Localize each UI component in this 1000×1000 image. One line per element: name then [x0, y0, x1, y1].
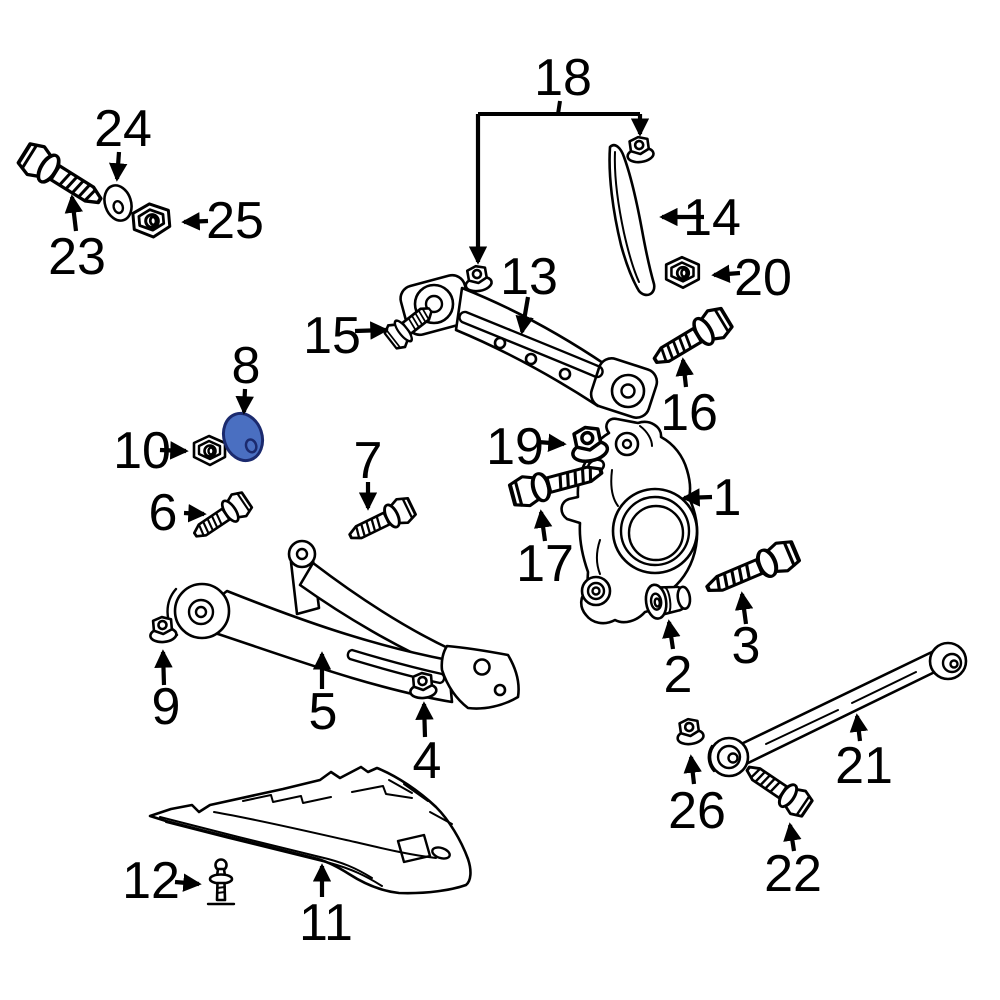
- part-13-upper-control-arm[interactable]: [398, 272, 661, 421]
- callout-10-label[interactable]: 10: [113, 422, 171, 480]
- part-16-bolt[interactable]: [645, 302, 737, 376]
- callout-arrows: [64, 100, 869, 897]
- callout-21-label[interactable]: 21: [835, 737, 893, 795]
- callout-8-label[interactable]: 8: [232, 337, 261, 395]
- part-14-strip[interactable]: [608, 143, 656, 297]
- callout-6-label[interactable]: 6: [149, 484, 178, 542]
- part-5-lower-control-arm[interactable]: [166, 539, 520, 710]
- part-7-bolt[interactable]: [343, 493, 419, 550]
- part-22-bolt[interactable]: [739, 755, 817, 822]
- callout-3-label[interactable]: 3: [732, 617, 761, 675]
- part-26-nut[interactable]: [673, 716, 706, 748]
- callout-20-label[interactable]: 20: [734, 249, 792, 307]
- callout-15-label[interactable]: 15: [303, 307, 361, 365]
- part-18-nut-left[interactable]: [461, 262, 495, 295]
- part-21-rod[interactable]: [707, 641, 968, 778]
- callout-9-label[interactable]: 9: [152, 678, 181, 736]
- callout-22-label[interactable]: 22: [764, 845, 822, 903]
- callout-4-label[interactable]: 4: [413, 732, 442, 790]
- part-24-washer[interactable]: [100, 182, 136, 224]
- callout-26-label[interactable]: 26: [668, 782, 726, 840]
- part-10-nut[interactable]: [192, 434, 227, 467]
- part-9-nut[interactable]: [147, 614, 179, 645]
- part-2-bushing[interactable]: [644, 580, 692, 620]
- callout-12-label[interactable]: 12: [122, 852, 180, 910]
- part-12-clip[interactable]: [206, 858, 236, 906]
- part-3-bolt[interactable]: [702, 538, 801, 602]
- callout-17-label[interactable]: 17: [516, 535, 574, 593]
- part-6-bolt[interactable]: [186, 487, 256, 547]
- part-11-shield[interactable]: [148, 765, 472, 895]
- part-20-nut[interactable]: [664, 255, 701, 290]
- callout-2-label[interactable]: 2: [664, 646, 693, 704]
- callout-25-label[interactable]: 25: [206, 192, 264, 250]
- callout-7-label[interactable]: 7: [354, 432, 383, 490]
- callout-1-label[interactable]: 1: [713, 469, 742, 527]
- callout-14-label[interactable]: 14: [683, 189, 741, 247]
- part-18-nut-right[interactable]: [623, 134, 656, 166]
- callout-11-label[interactable]: 11: [299, 894, 353, 952]
- callout-5-label[interactable]: 5: [309, 683, 338, 741]
- callout-16-label[interactable]: 16: [660, 384, 718, 442]
- callout-19-label[interactable]: 19: [486, 418, 544, 476]
- part-25-nut[interactable]: [130, 200, 173, 241]
- callout-18-label[interactable]: 18: [534, 49, 592, 107]
- callout-13-label[interactable]: 13: [500, 248, 558, 306]
- callout-23-label[interactable]: 23: [48, 228, 106, 286]
- callout-24-label[interactable]: 24: [94, 100, 152, 158]
